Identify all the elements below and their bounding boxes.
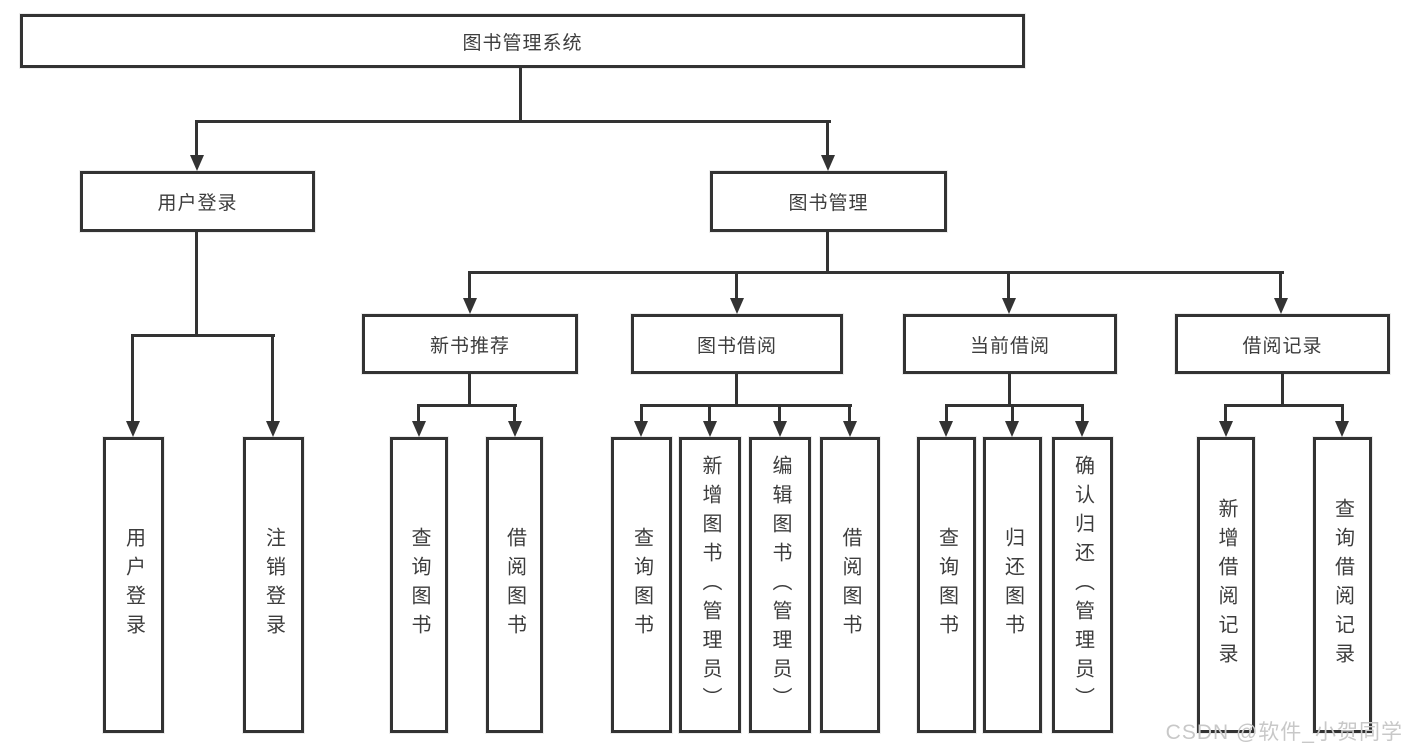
node-book-management: 图书管理: [710, 171, 947, 232]
node-label: 编辑图书（管理员）: [769, 454, 791, 716]
connector-level3-branch: [468, 271, 1284, 274]
connector-stem: [735, 372, 738, 407]
node-leaf-edit-books-admin: 编辑图书（管理员）: [749, 437, 811, 733]
node-label: 图书管理: [788, 193, 869, 214]
connector-drop: [778, 404, 781, 424]
connector-drop: [1341, 404, 1344, 424]
arrowhead-down-icon: [730, 298, 744, 314]
node-leaf-user-login: 用户登录: [103, 437, 164, 733]
node-book-management-system: 图书管理系统: [20, 14, 1025, 68]
arrowhead-down-icon: [1335, 421, 1349, 437]
connector-user-login-stem: [195, 231, 198, 337]
node-leaf-logout: 注销登录: [243, 437, 304, 733]
connector-root-stem: [519, 66, 522, 122]
connector-stem: [1281, 372, 1284, 407]
node-label: 查询图书: [408, 527, 430, 643]
arrowhead-down-icon: [126, 421, 140, 437]
node-label: 用户登录: [122, 527, 145, 643]
arrowhead-down-icon: [508, 421, 522, 437]
node-label: 用户登录: [157, 193, 238, 214]
connector-drop: [945, 404, 948, 424]
connector-drop: [131, 334, 134, 422]
node-label: 查询借阅记录: [1331, 498, 1354, 672]
node-label: 当前借阅: [969, 335, 1050, 357]
node-label: 借阅图书: [503, 527, 526, 643]
arrowhead-down-icon: [1274, 298, 1288, 314]
node-label: 归还图书: [1001, 527, 1024, 643]
connector-branch: [1224, 404, 1344, 407]
node-label: 新增借阅记录: [1215, 498, 1237, 672]
connector-drop: [1279, 271, 1282, 300]
arrowhead-down-icon: [266, 421, 280, 437]
node-label: 图书管理系统: [462, 32, 583, 54]
arrowhead-down-icon: [843, 421, 857, 437]
node-leaf-query-borrow-record: 查询借阅记录: [1313, 437, 1372, 733]
arrowhead-down-icon: [1002, 298, 1016, 314]
node-current-borrowing: 当前借阅: [903, 314, 1117, 374]
node-label: 借阅图书: [839, 527, 861, 643]
connector-drop: [468, 271, 471, 300]
watermark: CSDN @软件_小贺同学: [1165, 721, 1403, 744]
connector-drop: [1224, 404, 1227, 424]
connector-stem: [468, 372, 471, 407]
arrowhead-down-icon: [703, 421, 717, 437]
arrowhead-down-icon: [773, 421, 787, 437]
node-leaf-query-books-2: 查询图书: [611, 437, 672, 733]
connector-drop: [1011, 404, 1014, 424]
node-label: 图书借阅: [696, 335, 777, 357]
node-book-borrowing: 图书借阅: [631, 314, 843, 374]
arrowhead-down-icon: [412, 421, 426, 437]
node-leaf-borrow-books-1: 借阅图书: [486, 437, 543, 733]
arrowhead-down-icon: [634, 421, 648, 437]
node-leaf-add-books-admin: 新增图书（管理员）: [679, 437, 741, 733]
node-leaf-add-borrow-record: 新增借阅记录: [1197, 437, 1255, 733]
connector-drop: [735, 271, 738, 300]
node-label: 查询图书: [935, 527, 958, 643]
arrowhead-down-icon: [939, 421, 953, 437]
node-label: 借阅记录: [1242, 335, 1323, 357]
connector-drop: [708, 404, 711, 424]
connector-drop: [271, 334, 274, 422]
connector-drop: [1081, 404, 1084, 424]
node-new-book-recommendation: 新书推荐: [362, 314, 578, 374]
node-label: 新书推荐: [429, 335, 510, 357]
connector-level2-branch: [195, 120, 831, 123]
node-label: 新增图书（管理员）: [699, 454, 721, 716]
connector-drop: [513, 404, 516, 424]
arrowhead-down-icon: [463, 298, 477, 314]
connector-branch: [945, 404, 1084, 407]
connector-drop: [826, 120, 829, 158]
arrowhead-down-icon: [1075, 421, 1089, 437]
connector-drop: [640, 404, 643, 424]
connector-user-login-branch: [131, 334, 275, 337]
connector-book-management-stem: [826, 231, 829, 274]
arrowhead-down-icon: [821, 155, 835, 171]
node-leaf-borrow-books-2: 借阅图书: [820, 437, 880, 733]
node-leaf-query-books-3: 查询图书: [917, 437, 976, 733]
node-leaf-return-books: 归还图书: [983, 437, 1042, 733]
connector-drop: [417, 404, 420, 424]
connector-drop: [848, 404, 851, 424]
node-label: 确认归还（管理员）: [1071, 454, 1094, 716]
node-borrowing-records: 借阅记录: [1175, 314, 1390, 374]
node-leaf-confirm-return-admin: 确认归还（管理员）: [1052, 437, 1113, 733]
node-leaf-query-books-1: 查询图书: [390, 437, 448, 733]
connector-drop: [195, 120, 198, 158]
connector-branch: [640, 404, 852, 407]
connector-stem: [1008, 372, 1011, 407]
connector-branch: [417, 404, 517, 407]
arrowhead-down-icon: [1005, 421, 1019, 437]
node-label: 注销登录: [262, 527, 285, 643]
arrowhead-down-icon: [190, 155, 204, 171]
arrowhead-down-icon: [1219, 421, 1233, 437]
node-label: 查询图书: [630, 527, 653, 643]
connector-drop: [1007, 271, 1010, 300]
node-user-login: 用户登录: [80, 171, 315, 232]
